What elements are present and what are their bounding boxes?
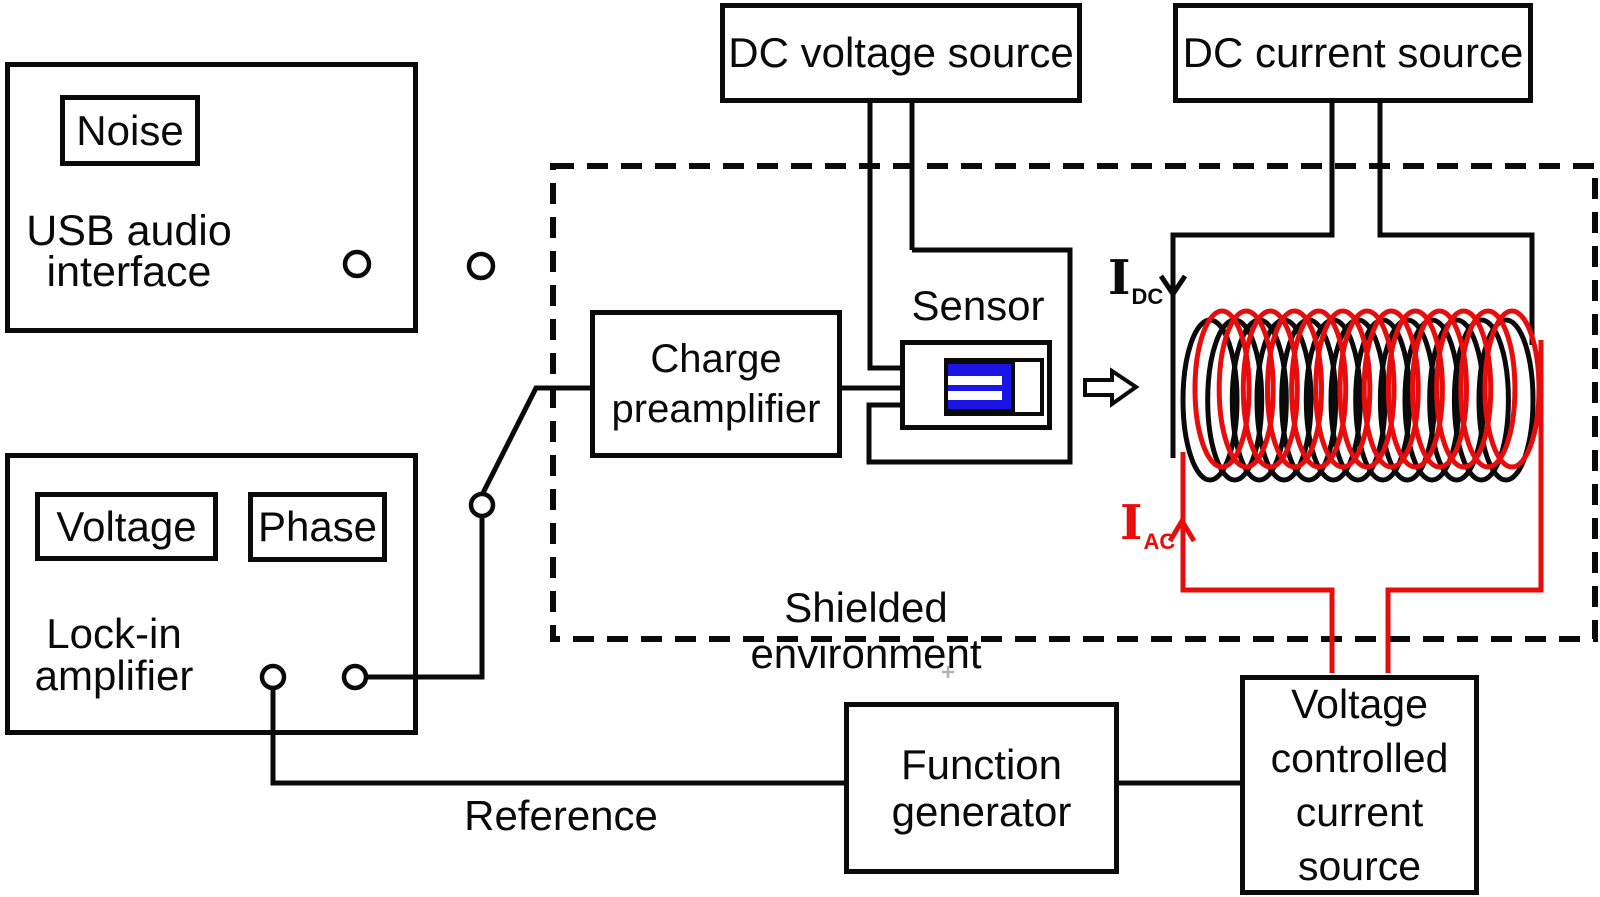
coil-turn <box>1476 317 1536 483</box>
sensor-electrode-gap <box>948 376 1002 385</box>
coil-turn <box>1289 308 1349 470</box>
coil-turn <box>1402 317 1462 483</box>
wire-dc-current-right <box>1377 103 1535 345</box>
coil-turn <box>1303 317 1363 483</box>
coil-turn <box>1328 317 1388 483</box>
dc-voltage-source-box: DC voltage source <box>720 3 1082 103</box>
coil-black-winding <box>1180 317 1536 483</box>
wire-ac-right <box>1385 340 1544 673</box>
field-block-arrow-icon <box>1083 367 1140 408</box>
vccs-label: Voltage controlled current source <box>1270 681 1449 889</box>
lock-in-amplifier-label: Lock-in amplifier <box>34 610 194 699</box>
sensor-label: Sensor <box>911 282 1045 329</box>
phase-readout-box: Phase <box>248 492 387 562</box>
i-dc-label: IDC <box>1108 254 1164 317</box>
switch-upper-contact <box>466 251 496 281</box>
i-ac-subscript: AC <box>1143 529 1176 554</box>
dc-current-source-box: DC current source <box>1173 3 1533 103</box>
coil-turn <box>1410 308 1469 470</box>
coil-turn <box>1192 308 1252 470</box>
coil-turn <box>1279 317 1339 483</box>
coil-turn <box>1205 317 1265 483</box>
charge-preamplifier-label: Charge preamplifier <box>611 337 821 431</box>
coil-turn <box>1240 308 1300 470</box>
coil-turn <box>1313 308 1373 470</box>
i-dc-subscript: DC <box>1131 284 1164 309</box>
usb-audio-interface-label: USB audio interface <box>26 207 232 296</box>
noise-label: Noise <box>76 106 184 154</box>
i-ac-label: IAC <box>1120 499 1176 562</box>
noise-box: Noise <box>60 95 200 166</box>
wire-dc-current-left <box>1170 103 1335 458</box>
shielded-environment-label: Shielded environment <box>750 584 982 678</box>
function-generator-box: Function generator <box>844 702 1119 874</box>
coil-turn <box>1482 308 1542 470</box>
coil-turn <box>1427 317 1487 483</box>
coil-turn <box>1377 317 1437 483</box>
i-ac-symbol: I <box>1120 495 1143 551</box>
switch-pole-contact <box>468 491 496 519</box>
function-generator-label: Function generator <box>891 741 1072 835</box>
coil-turn <box>1180 317 1240 483</box>
voltage-controlled-current-source-box: Voltage controlled current source <box>1240 675 1479 895</box>
reference-label: Reference <box>464 792 658 839</box>
coil-turn <box>1385 308 1445 470</box>
coil-turn <box>1451 317 1511 483</box>
phase-label: Phase <box>257 503 378 550</box>
dc-voltage-source-label: DC voltage source <box>728 29 1074 76</box>
coil-turn <box>1434 308 1494 470</box>
coil-turn <box>1265 308 1324 470</box>
coil-red-winding <box>1192 308 1542 470</box>
coil-turn <box>1353 317 1413 483</box>
i-dc-symbol: I <box>1108 250 1131 306</box>
voltage-readout-box: Voltage <box>35 492 218 561</box>
coil-turn <box>1254 317 1314 483</box>
charge-preamplifier-box: Charge preamplifier <box>590 310 842 458</box>
dc-current-source-label: DC current source <box>1182 29 1524 76</box>
coil-turn <box>1458 308 1518 470</box>
sensor-electrode-element <box>944 360 1015 413</box>
switch-arm <box>479 385 590 497</box>
sensor-electrode-gap <box>948 391 1002 400</box>
coil-turn <box>1337 308 1397 470</box>
voltage-label: Voltage <box>56 502 197 550</box>
wire-ac-left <box>1180 452 1335 673</box>
coil-turn <box>1216 308 1276 470</box>
coil-turn <box>1229 317 1289 483</box>
coil-turn <box>1361 308 1421 470</box>
i-dc-down-arrow-icon <box>1158 274 1188 299</box>
